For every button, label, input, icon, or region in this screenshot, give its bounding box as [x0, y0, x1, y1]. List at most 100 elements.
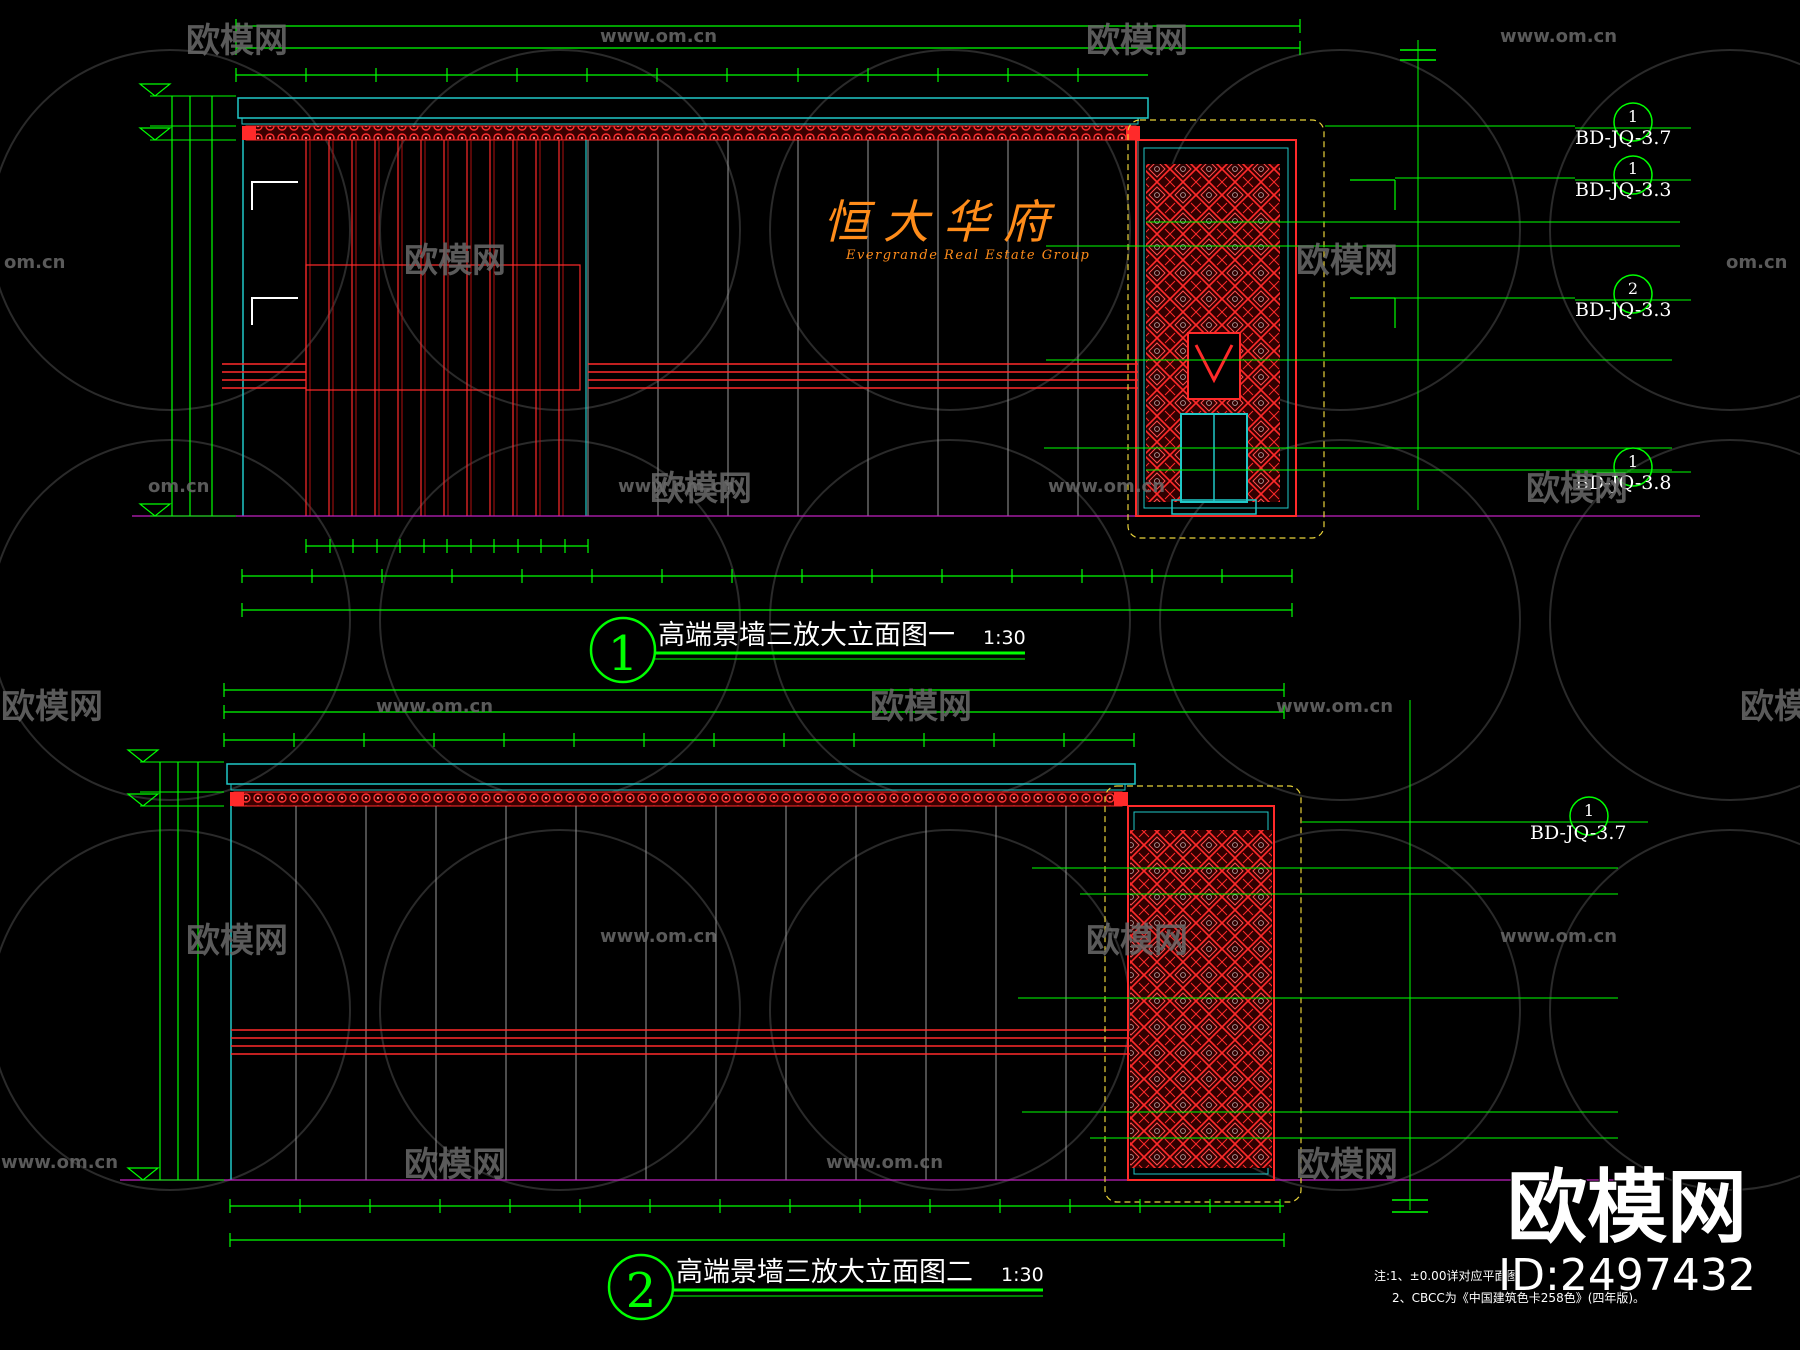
- watermark-short-url: om.cn: [4, 252, 65, 273]
- elevation-1-scale: 1:30: [983, 627, 1026, 649]
- watermark-url: www.om.cn: [1048, 476, 1165, 497]
- watermark-brand: 欧模网: [1086, 921, 1188, 961]
- elevation-2-title: 高端景墙三放大立面图二: [676, 1257, 973, 1288]
- elevation-2-title-block: 2 高端景墙三放大立面图二 1:30: [607, 1253, 1044, 1321]
- watermark-brand: 欧模网: [404, 241, 506, 281]
- watermark-circle: [0, 439, 351, 801]
- callout-circle: [1569, 796, 1609, 836]
- watermark-circle: [769, 49, 1131, 411]
- e2-level-triangle: [126, 749, 160, 763]
- e2-band-cap-left: [230, 792, 244, 806]
- watermark-url: www.om.cn: [376, 696, 493, 717]
- watermark-circle: [1159, 439, 1521, 801]
- elevation-2-number: 2: [626, 1263, 657, 1319]
- watermark-brand: 欧模网: [1740, 687, 1800, 727]
- callout-code: BD-JQ-3.7: [1575, 127, 1672, 149]
- elevation-1-callouts: 1 BD-JQ-3.7 1 BD-JQ-3.3 2 BD-JQ-3.3 1 BD…: [1575, 102, 1691, 494]
- watermark-brand: 欧模网: [1296, 1145, 1398, 1185]
- e2-lattice-fill: [1130, 830, 1272, 1168]
- watermark-short-url: om.cn: [1726, 252, 1787, 273]
- watermark-circle: [379, 49, 741, 411]
- watermark-circle: [1549, 49, 1800, 411]
- e2-band-cap-right: [1114, 792, 1128, 806]
- watermark-circle: [0, 829, 351, 1191]
- watermark-brand: 欧模网: [404, 1145, 506, 1185]
- e2-coping-lip: [230, 783, 1126, 791]
- e1-level-triangle: [138, 83, 172, 97]
- watermark-circle: [1549, 439, 1800, 801]
- watermark-url: www.om.cn: [1500, 926, 1617, 947]
- callout-bd-jq-3-3-b: 2 BD-JQ-3.3: [1575, 274, 1691, 321]
- elevation-1-title: 高端景墙三放大立面图一: [658, 620, 955, 651]
- callout-circle: [1613, 274, 1653, 314]
- e2-coping: [226, 763, 1136, 785]
- callout-circle: [1613, 155, 1653, 195]
- callout-number: 1: [1584, 801, 1594, 820]
- elevation-2-number-circle: [607, 1253, 675, 1321]
- callout-code: BD-JQ-3.3: [1575, 179, 1672, 201]
- callout-circle: [1613, 102, 1653, 142]
- e1-level-triangle: [138, 503, 172, 517]
- watermark-circles: [0, 49, 1800, 1191]
- watermark-circle: [379, 829, 741, 1191]
- e1-emblem-chevron: [1194, 344, 1234, 384]
- callout-bd-jq-3-7-e2: 1 BD-JQ-3.7: [1530, 796, 1648, 844]
- watermark-circle: [1549, 829, 1800, 1191]
- e1-l-bracket: [251, 181, 298, 210]
- watermark-brand: 欧模网: [1, 687, 103, 727]
- watermark-short-url: om.cn: [148, 476, 209, 497]
- callout-number: 1: [1628, 107, 1638, 126]
- e2-level-triangle: [126, 793, 160, 807]
- watermark-url: www.om.cn: [826, 1152, 943, 1173]
- sign-english: Evergrande Real Estate Group: [845, 248, 1090, 263]
- watermark-url: www.om.cn: [1276, 696, 1393, 717]
- e1-level-triangle: [138, 127, 172, 141]
- callout-number: 2: [1628, 279, 1638, 298]
- elevation-1-number: 1: [608, 626, 639, 682]
- callout-code: BD-JQ-3.7: [1530, 822, 1627, 844]
- callout-circle: [1613, 447, 1653, 487]
- note-line-1: 注:1、±0.00详对应平面图: [1374, 1268, 1518, 1283]
- e1-pilaster-frame: [1135, 139, 1297, 517]
- sign-chinese: 恒大华府: [823, 195, 1063, 249]
- watermark-brand: 欧模网: [186, 921, 288, 961]
- callout-number: 1: [1628, 159, 1638, 178]
- watermark-url: www.om.cn: [600, 26, 717, 47]
- watermark-corner: 欧模网 ID:2497432: [1497, 1160, 1757, 1302]
- watermark-url: www.om.cn: [1, 1152, 118, 1173]
- callout-bd-jq-3-7: 1 BD-JQ-3.7: [1575, 102, 1691, 149]
- e2-pilaster-dashed: [1104, 785, 1302, 1203]
- e1-door-step: [1171, 499, 1257, 515]
- watermark-brand: 欧模网: [650, 469, 752, 509]
- watermark-brand: 欧模网: [1086, 21, 1188, 61]
- watermark-id: ID:2497432: [1498, 1250, 1756, 1301]
- e1-band-cap-left: [242, 126, 256, 140]
- e2-level-triangle: [126, 1167, 160, 1181]
- e1-bead-band: [245, 125, 1137, 141]
- e2-bead-band: [233, 791, 1123, 807]
- callout-bd-jq-3-8: 1 BD-JQ-3.8: [1575, 447, 1691, 494]
- e1-pilaster-inner: [1143, 147, 1289, 509]
- note-line-2: 2、CBCC为《中国建筑色卡258色》(四年版)。: [1392, 1290, 1645, 1305]
- e1-band-cap-right: [1126, 126, 1140, 140]
- elevation-1-title-block: 1 高端景墙三放大立面图一 1:30: [589, 616, 1026, 684]
- e1-screen-frame: [305, 264, 581, 391]
- watermark-brand: 欧模网: [1526, 469, 1628, 509]
- callout-number: 1: [1628, 452, 1638, 471]
- e1-coping-lip: [241, 117, 1139, 125]
- watermark-brand: 欧模网: [186, 21, 288, 61]
- elevation-2-callouts: 1 BD-JQ-3.7: [1530, 796, 1648, 844]
- elevation-2-scale: 1:30: [1001, 1264, 1044, 1286]
- e2-pilaster-frame: [1127, 805, 1275, 1181]
- watermark-brand: 欧模网: [870, 687, 972, 727]
- elevation-2-drawing: [120, 683, 1640, 1247]
- e1-l-bracket: [251, 297, 298, 325]
- watermark-url: www.om.cn: [600, 926, 717, 947]
- watermark-text-layer: 欧模网欧模网欧模网欧模网欧模网欧模网欧模网欧模网欧模网欧模网欧模网欧模网欧模网w…: [1, 21, 1800, 1185]
- callout-bd-jq-3-3-a: 1 BD-JQ-3.3: [1575, 155, 1691, 201]
- callout-code: BD-JQ-3.8: [1575, 472, 1672, 494]
- elevation-1-number-circle: [589, 616, 657, 684]
- elevation-1-drawing: [132, 19, 1700, 617]
- callout-code: BD-JQ-3.3: [1575, 299, 1672, 321]
